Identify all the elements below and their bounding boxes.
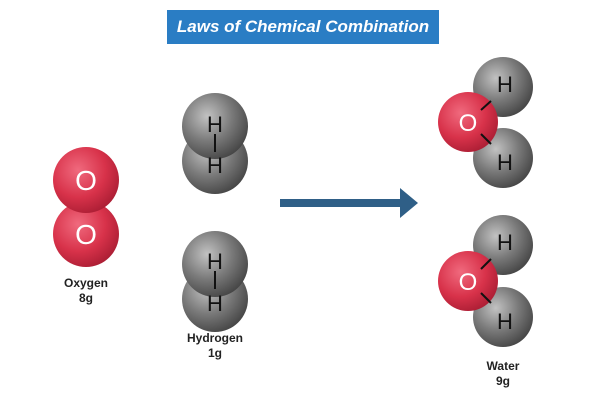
hydrogen-symbol: H: [497, 230, 513, 255]
oxygen-symbol: O: [459, 269, 478, 296]
reaction-arrow: [280, 188, 418, 218]
oxygen-symbol: O: [75, 219, 97, 250]
hydrogen-symbol: H: [497, 309, 513, 334]
bond-line: [480, 258, 492, 270]
reactant-mass: 8g: [78, 291, 93, 305]
oxygen-atom: [53, 147, 119, 213]
diagram-title: Laws of Chemical Combination: [167, 10, 439, 44]
reactant-name: Oxygen: [63, 276, 108, 290]
bond-line: [480, 292, 492, 304]
oxygen-symbol: O: [459, 110, 478, 137]
hydrogen-label: Hydrogen 1g: [173, 331, 257, 361]
water-label: Water 9g: [463, 359, 543, 389]
arrow-head: [400, 188, 418, 218]
water-molecule: O H H: [438, 215, 533, 347]
hydrogen-symbol: H: [497, 72, 513, 97]
hydrogen-symbol: H: [497, 150, 513, 175]
hydrogen-molecule: H H: [182, 93, 248, 194]
oxygen-atom: [53, 201, 119, 267]
oxygen-molecule: O O: [53, 147, 119, 267]
arrow-shaft: [280, 199, 402, 207]
product-name: Water: [486, 359, 520, 373]
reactant-mass: 1g: [207, 346, 222, 360]
hydrogen-symbol: H: [207, 112, 223, 137]
hydrogen-molecule: H H: [182, 231, 248, 332]
hydrogen-atom: [182, 231, 248, 297]
hydrogen-symbol: H: [207, 291, 223, 316]
oxygen-symbol: O: [75, 165, 97, 196]
water-molecule: O H H: [438, 57, 533, 188]
product-mass: 9g: [495, 374, 510, 388]
hydrogen-symbol: H: [207, 249, 223, 274]
oxygen-label: Oxygen 8g: [46, 276, 126, 306]
bond-line: [480, 100, 492, 111]
hydrogen-symbol: H: [207, 153, 223, 178]
bond-line: [480, 133, 492, 145]
hydrogen-atom: [182, 93, 248, 159]
reactant-name: Hydrogen: [186, 331, 243, 345]
